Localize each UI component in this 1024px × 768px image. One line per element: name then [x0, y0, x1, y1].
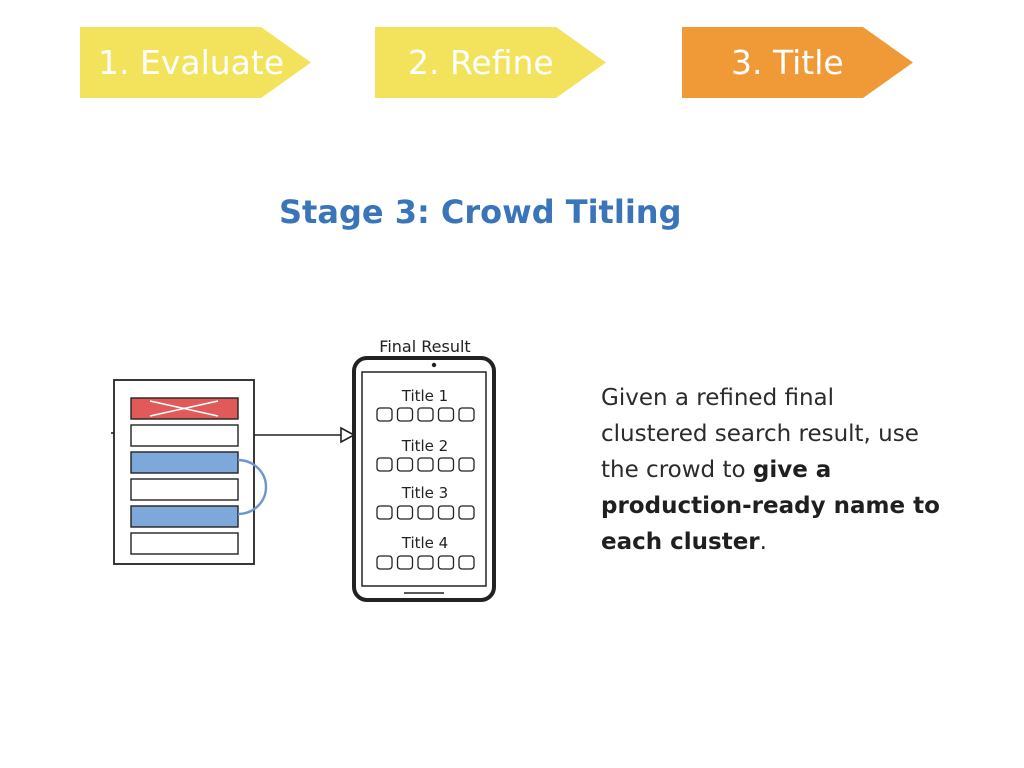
link-arc — [237, 458, 268, 516]
cluster-title: Title 2 — [401, 437, 448, 455]
cluster-item-box — [437, 407, 455, 422]
phone-header: Final Result — [379, 337, 470, 356]
cluster-item-box — [437, 555, 455, 570]
description-line: clustered search result, use — [601, 421, 919, 447]
description-emphasis: give a — [752, 457, 832, 483]
cluster-title: Title 1 — [401, 387, 448, 405]
cluster-item-box — [437, 457, 455, 472]
cluster-title: Title 4 — [401, 534, 448, 552]
step-refine: 2. Refine — [375, 27, 606, 98]
cluster-item-box — [417, 457, 434, 472]
cluster-item-box — [437, 505, 455, 520]
step-evaluate-label: 1. Evaluate — [98, 43, 285, 82]
cluster-item-box — [376, 505, 393, 520]
arrow-icon — [254, 426, 356, 444]
cluster-item-box — [376, 555, 393, 570]
step-evaluate: 1. Evaluate — [80, 27, 311, 98]
cluster-item-box — [458, 457, 475, 472]
description-emphasis: production-ready name to — [601, 493, 940, 519]
cluster-item-box — [396, 407, 414, 422]
removed-mark-icon — [149, 400, 219, 417]
linked-row — [130, 451, 239, 474]
description-emphasis: each cluster — [601, 529, 760, 555]
cluster-item-box — [396, 457, 414, 472]
cluster-item-box — [417, 407, 434, 422]
stage-title: Stage 3: Crowd Titling — [279, 193, 682, 231]
result-row — [130, 532, 239, 555]
cluster-title: Title 3 — [401, 484, 448, 502]
cluster-item-box — [396, 555, 414, 570]
cluster-item-box — [417, 505, 434, 520]
cluster-item-box — [396, 505, 414, 520]
step-refine-label: 2. Refine — [408, 43, 554, 82]
description-text: . — [759, 529, 767, 555]
cluster-item-box — [458, 555, 475, 570]
step-title: 3. Title — [682, 27, 913, 98]
cluster-item-box — [458, 505, 475, 520]
cluster-item-box — [376, 457, 393, 472]
cluster-item-box — [417, 555, 434, 570]
step-title-label: 3. Title — [731, 43, 844, 82]
linked-row — [130, 505, 239, 528]
description-text: the crowd to — [601, 457, 753, 483]
description-line: Given a refined final — [601, 385, 835, 411]
cluster-item-box — [376, 407, 393, 422]
stage-description: Given a refined final clustered search r… — [601, 380, 1011, 560]
result-row — [130, 478, 239, 501]
description-line: the crowd to give a — [601, 452, 1011, 488]
search-result-list — [111, 379, 268, 565]
description-line: each cluster. — [601, 524, 1011, 560]
cluster-item-box — [458, 407, 475, 422]
description-line: production-ready name to — [601, 488, 1011, 524]
titling-diagram: Final Result Title 1 Title 2 Title 3 Tit… — [111, 337, 496, 602]
cluster-items — [376, 407, 475, 570]
result-row — [130, 424, 239, 447]
